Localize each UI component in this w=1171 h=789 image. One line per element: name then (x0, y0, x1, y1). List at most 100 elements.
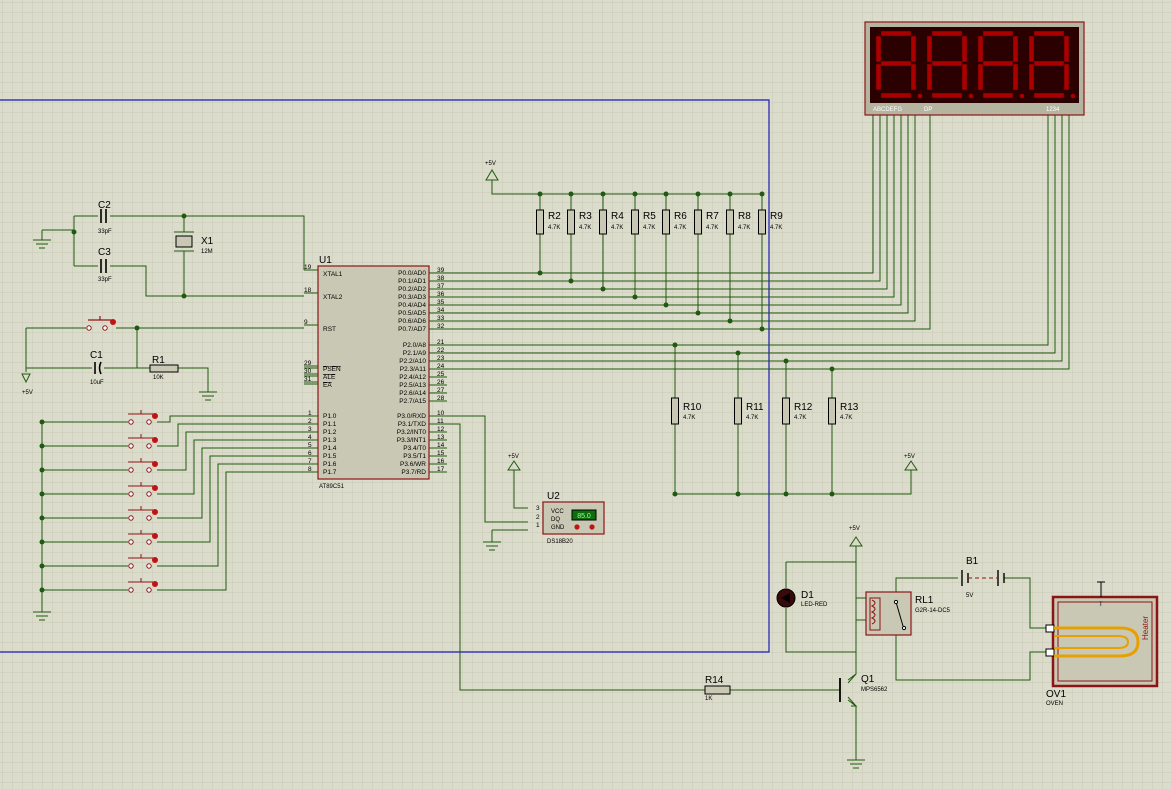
mcu-pin-number: 19 (304, 264, 312, 271)
key-switch[interactable] (39, 439, 305, 497)
key-switch[interactable] (39, 431, 305, 473)
c2-value: 33pF (98, 229, 112, 235)
p0-vcc-label: +5V (485, 161, 496, 167)
pullup-value: 4.7K (746, 415, 758, 421)
mcu-port-label: P0.2/AD2 (398, 286, 426, 293)
mcu-pin-number: 18 (304, 287, 312, 294)
led-ref: D1 (801, 590, 814, 601)
pullup-resistor[interactable] (631, 209, 639, 235)
mcu-port-label: P0.5/AD5 (398, 310, 426, 317)
pullup-resistor[interactable] (536, 209, 544, 235)
relay-rl1[interactable] (865, 591, 912, 636)
key-switch[interactable] (39, 447, 305, 521)
key-switch[interactable] (39, 423, 305, 449)
r1-ref: R1 (152, 355, 165, 366)
pullup-ref: R9 (770, 211, 783, 222)
mcu-port-label: P3.1/TXD (398, 421, 426, 428)
pullup-resistor[interactable] (828, 397, 836, 425)
mcu-pin-number: 37 (437, 283, 445, 290)
pullup-resistor[interactable] (694, 209, 702, 235)
pullup-value: 4.7K (643, 225, 655, 231)
sensor-ds18b20[interactable]: 85.0 (429, 415, 705, 691)
seven-segment-display[interactable] (864, 21, 1085, 116)
resistor-r14[interactable] (704, 685, 731, 695)
mcu-port-label: P2.0/A8 (403, 342, 427, 349)
mcu-port-label: P0.6/AD6 (398, 318, 426, 325)
pullup-resistor[interactable] (782, 397, 790, 425)
key-switch[interactable] (39, 410, 305, 425)
mcu-pin-number: 12 (437, 426, 445, 433)
sensor-dq-pin: DQ (551, 517, 560, 523)
mcu-port-label: P0.3/AD3 (398, 294, 426, 301)
mcu-pin-number: 16 (437, 458, 445, 465)
mcu-pin-number: 6 (308, 450, 312, 457)
oven-heater-label: Heater (1141, 616, 1150, 640)
mcu-u1-body[interactable] (317, 265, 430, 480)
mcu-port-label: P2.2/A10 (399, 358, 426, 365)
sensor-pin-3: 3 (536, 505, 540, 512)
battery-b1[interactable] (961, 570, 1005, 586)
c1-ref: C1 (90, 350, 103, 361)
key-switch[interactable] (39, 455, 305, 545)
mcu-pin-number: 7 (308, 458, 312, 465)
pin-rst: RST (323, 326, 336, 333)
key-switch[interactable] (39, 471, 305, 593)
pullup-resistor[interactable] (758, 209, 766, 235)
display-digit (977, 30, 1025, 99)
oven-ov1[interactable] (1045, 581, 1159, 688)
x1-ref: X1 (201, 236, 214, 247)
mcu-pin-number: 11 (437, 418, 444, 425)
mcu-pin-number: 13 (437, 434, 445, 441)
c1-value: 10uF (90, 380, 104, 386)
transistor-ref: Q1 (861, 674, 875, 685)
c2-ref: C2 (98, 200, 111, 211)
pin-xtal1: XTAL1 (323, 271, 343, 278)
pin-ale: ALE (323, 374, 336, 381)
mcu-port-label: P2.3/A11 (400, 366, 427, 373)
sensor-reading: 85.0 (577, 513, 591, 520)
reset-circuit (21, 316, 304, 401)
mcu-pin-number: 15 (437, 450, 445, 457)
pullup-resistor[interactable] (726, 209, 734, 235)
battery-value: 5V (966, 593, 973, 599)
reset-vcc-label: +5V (22, 390, 33, 396)
key-switch[interactable] (39, 463, 305, 569)
mcu-port-label: P2.4/A12 (399, 374, 426, 381)
mcu-port-label: P2.1/A9 (403, 350, 427, 357)
mcu-pin-number: 8 (308, 466, 312, 473)
crystal-x1[interactable] (174, 231, 194, 252)
mcu-pin-number: 14 (437, 442, 445, 449)
mcu-port1-label: P1.2 (323, 429, 337, 436)
transistor-part: MPS6562 (861, 687, 888, 693)
mcu-pin-number: 32 (437, 323, 445, 330)
mcu-pin-number: 22 (437, 347, 445, 354)
pullup-value: 4.7K (840, 415, 852, 421)
pin-xtal2: XTAL2 (323, 294, 343, 301)
led-d1[interactable] (776, 588, 796, 608)
mcu-port1-label: P1.6 (323, 461, 337, 468)
mcu-pin-number: 24 (437, 363, 445, 370)
x1-value: 12M (201, 249, 213, 255)
pullup-resistor[interactable] (662, 209, 670, 235)
reset-button[interactable] (86, 316, 116, 331)
mcu-pin-number: 34 (437, 307, 445, 314)
mcu-pin-number: 23 (437, 355, 445, 362)
sensor-vcc-label: +5V (508, 454, 519, 460)
display-digit-label: 1234 (1046, 107, 1060, 113)
r14-ref: R14 (705, 675, 724, 686)
resistor-r1[interactable] (149, 364, 179, 373)
pullup-resistor[interactable] (599, 209, 607, 235)
mcu-port-label: P3.4/T0 (403, 445, 426, 452)
sensor-ref: U2 (547, 491, 560, 502)
mcu-pin-number: 1 (308, 410, 312, 417)
pullup-resistor[interactable] (567, 209, 575, 235)
r14-value: 1K (705, 696, 712, 702)
p0-pullup-network: R24.7KR34.7KR44.7KR54.7KR64.7KR74.7KR84.… (447, 115, 931, 332)
pullup-resistor[interactable] (734, 397, 742, 425)
pullup-resistor[interactable] (671, 397, 679, 425)
pullup-ref: R5 (643, 211, 656, 222)
pullup-ref: R2 (548, 211, 561, 222)
